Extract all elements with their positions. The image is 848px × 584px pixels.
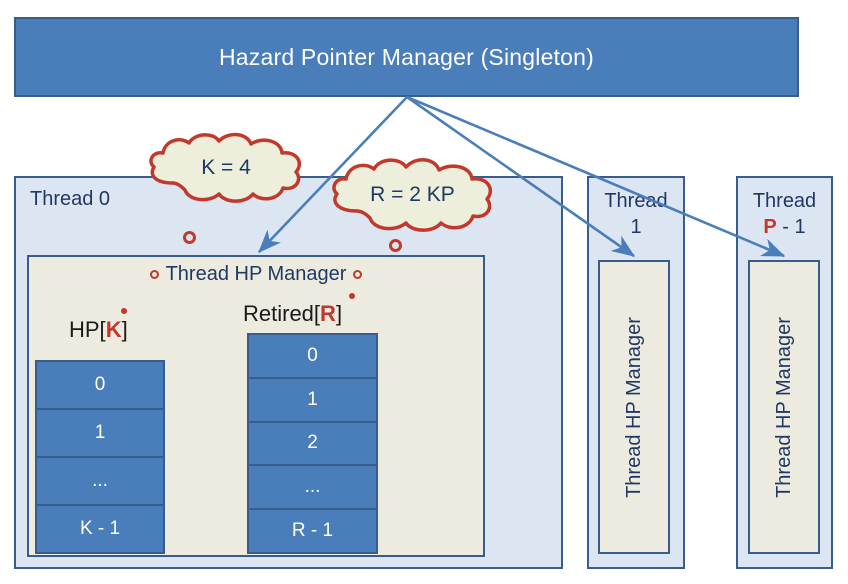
annotation-ring-icon xyxy=(353,270,363,279)
hp-array-label-var: K xyxy=(105,317,122,342)
hp-array-label: HP[K] xyxy=(69,317,128,343)
thread-p-1-label-line1: Thread xyxy=(752,190,817,212)
annotation-ring-icon xyxy=(149,270,159,279)
cloud-shape-icon xyxy=(149,132,302,203)
thread-1-label-line1: Thread xyxy=(604,190,668,212)
thread-0-hp-manager-title-row: Thread HP Manager xyxy=(29,263,483,286)
retired-array-label-var: R xyxy=(320,301,336,326)
thread-0-hp-manager-title: Thread HP Manager xyxy=(165,263,347,285)
thread-p-1-label: Thread P - 1 xyxy=(738,188,831,240)
thread-0-label: Thread 0 xyxy=(30,188,111,210)
annotation-ring-icon xyxy=(389,239,402,252)
thread-1-hp-manager-box: Thread HP Manager xyxy=(598,260,670,554)
retired-array-cell: 0 xyxy=(249,335,376,379)
thread-p-1-hp-manager-title: Thread HP Manager xyxy=(772,316,795,498)
retired-array-label-suffix: ] xyxy=(335,301,343,326)
retired-array-label: Retired[R] xyxy=(243,301,342,327)
thread-p-1-label-line2: P - 1 xyxy=(738,214,831,240)
thread-1-label: Thread 1 xyxy=(589,188,683,240)
retired-array-cell: 1 xyxy=(249,378,376,423)
retired-array-cell: 2 xyxy=(249,422,376,467)
annotation-ring-icon xyxy=(183,231,196,244)
callout-cloud-k: K = 4 xyxy=(143,131,309,204)
hazard-pointer-manager-title: Hazard Pointer Manager (Singleton) xyxy=(219,43,594,70)
callout-cloud-r: R = 2 KP xyxy=(325,156,500,233)
thread-p-1-label-var: P xyxy=(763,216,777,238)
thread-p-1-hp-manager-box: Thread HP Manager xyxy=(748,260,820,554)
annotation-dot-icon xyxy=(121,308,127,314)
hp-array-label-prefix: HP[ xyxy=(69,317,106,342)
hp-array-label-suffix: ] xyxy=(121,317,128,342)
hp-array-cell: ... xyxy=(37,458,163,506)
thread-p-1-label-suffix: - 1 xyxy=(776,216,806,238)
cloud-shape-icon xyxy=(332,158,493,232)
hp-array-cell: 0 xyxy=(37,362,163,410)
hazard-pointer-manager-box: Hazard Pointer Manager (Singleton) xyxy=(14,17,799,97)
hp-array-cell: 1 xyxy=(37,410,163,458)
annotation-dot-icon xyxy=(349,293,355,299)
thread-1-label-line2: 1 xyxy=(630,216,642,238)
retired-array-label-prefix: Retired[ xyxy=(243,301,321,326)
retired-array-cell: ... xyxy=(249,466,376,511)
retired-array-cell: R - 1 xyxy=(249,510,376,552)
thread-1-hp-manager-title: Thread HP Manager xyxy=(622,316,645,498)
hp-array-cell: K - 1 xyxy=(37,506,163,552)
